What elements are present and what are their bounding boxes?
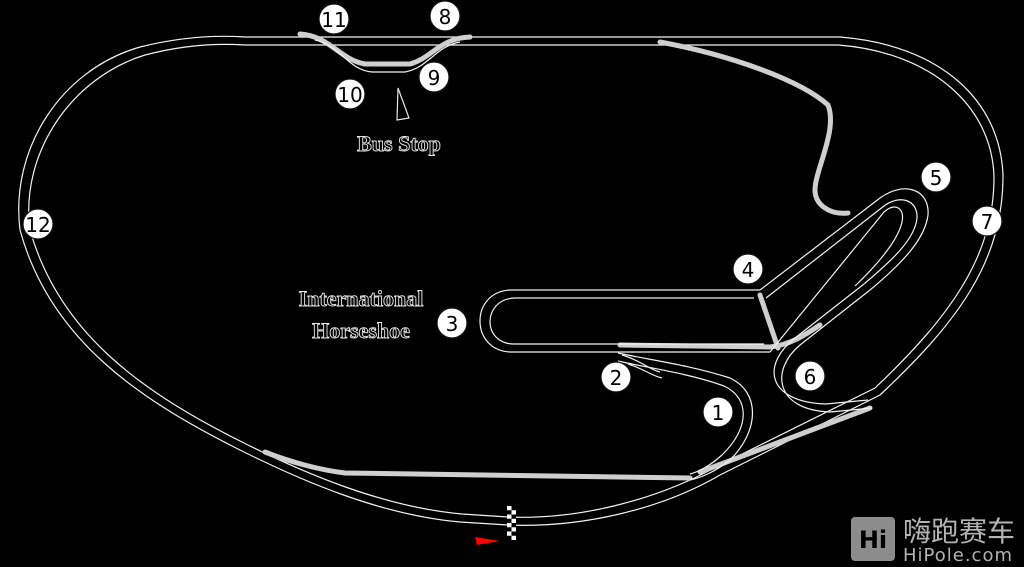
road-course-turn-4-link xyxy=(757,292,781,351)
svg-text:12: 12 xyxy=(25,213,50,237)
turn-4-marker: 4 xyxy=(732,253,764,285)
svg-text:4: 4 xyxy=(742,258,755,282)
horseshoe-label-line2: Horseshoe xyxy=(312,318,410,343)
road-course-front-stretch xyxy=(262,449,693,481)
bus-stop-label: Bus Stop xyxy=(357,131,441,156)
oval-inner-edge xyxy=(28,43,995,518)
svg-text:1: 1 xyxy=(712,401,725,425)
turn-12-marker: 12 xyxy=(22,208,54,240)
watermark-chinese: 嗨跑赛车 xyxy=(903,515,1015,548)
svg-text:9: 9 xyxy=(428,66,441,90)
watermark: Hi 嗨跑赛车 HiPole.com xyxy=(851,515,1015,566)
turn-2-marker: 2 xyxy=(600,361,632,393)
horseshoe-label-line1: International xyxy=(299,286,424,311)
turn-6-marker: 6 xyxy=(794,360,826,392)
road-course-turn-7-section xyxy=(657,39,851,216)
watermark-logo-box xyxy=(851,517,895,561)
svg-text:10: 10 xyxy=(337,83,362,107)
bus-stop-pointer xyxy=(396,87,410,121)
svg-text:11: 11 xyxy=(321,8,346,32)
watermark-logo-glyph: Hi xyxy=(859,526,887,554)
start-finish-line xyxy=(507,506,516,540)
turn-8-marker: 8 xyxy=(429,0,461,32)
svg-text:5: 5 xyxy=(930,166,943,190)
road-course-horseshoe-connector xyxy=(617,322,823,350)
turn-4-to-5-diagonal-b xyxy=(765,199,918,299)
turn-10-marker: 10 xyxy=(334,78,366,110)
svg-text:7: 7 xyxy=(981,210,994,234)
turn-5-marker: 5 xyxy=(920,161,952,193)
turn-4-to-5-diagonal-c xyxy=(769,206,904,353)
oval-outer-edge xyxy=(18,35,1004,526)
turn-9-marker: 9 xyxy=(418,61,450,93)
turn-4-to-5-diagonal-a xyxy=(759,188,929,291)
infield-turn-1-inner xyxy=(617,360,744,475)
watermark-site: HiPole.com xyxy=(903,545,1013,566)
turn-1-marker: 1 xyxy=(702,396,734,428)
turn-11-marker: 11 xyxy=(318,3,350,35)
start-direction-flag xyxy=(475,537,500,545)
horseshoe-inner xyxy=(489,297,764,345)
svg-text:3: 3 xyxy=(446,312,459,336)
infield-turn-2-lines xyxy=(621,354,663,379)
svg-text:8: 8 xyxy=(439,5,452,29)
road-course-bus-stop xyxy=(297,31,473,67)
turn-6-outer xyxy=(781,289,873,413)
svg-text:2: 2 xyxy=(610,366,623,390)
svg-text:6: 6 xyxy=(804,365,817,389)
infield-turn-1-outer xyxy=(617,352,753,481)
horseshoe-outer xyxy=(479,289,770,353)
bus-stop-chicane xyxy=(314,39,461,73)
turn-7-marker: 7 xyxy=(971,205,1003,237)
turn-3-marker: 3 xyxy=(436,307,468,339)
turn-6-inner xyxy=(773,283,869,405)
